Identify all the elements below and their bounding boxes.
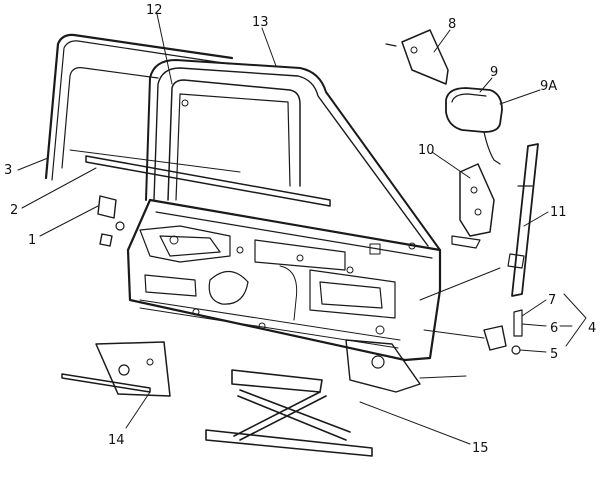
part-guide-rail [419,143,539,301]
callout-5: 5 [550,347,558,362]
part-door-frame-outer [145,59,441,251]
callout-15: 15 [472,441,489,456]
part-hinge [97,195,125,247]
part-trim-bracket [61,341,171,397]
callout-9a: 9A [540,79,557,94]
leader-lines [17,13,587,445]
callout-11: 11 [550,205,567,220]
part-door-inner-panel [126,198,442,362]
callout-7: 7 [548,293,556,308]
callout-14: 14 [108,433,125,448]
callout-2: 2 [10,203,18,218]
callout-1: 1 [28,233,36,248]
callout-13: 13 [252,15,269,30]
part-belt-strip [85,155,331,207]
part-window-channel [167,79,301,201]
callout-4: 4 [588,321,596,336]
part-window-regulator [205,339,467,457]
part-lock-bracket [451,163,495,249]
callout-6: 6 [550,321,558,336]
callout-3: 3 [4,163,12,178]
callout-12: 12 [146,3,163,18]
part-glass-run-outer [44,33,234,181]
part-door-lock [423,309,523,355]
callout-9: 9 [490,65,498,80]
callout-8: 8 [448,17,456,32]
part-mirror-bracket [385,29,449,85]
callout-labels: 1 2 3 4 5 6 7 8 9 9A 10 11 12 13 14 15 [4,3,596,456]
part-mirror [445,87,503,165]
callout-10: 10 [418,143,435,158]
